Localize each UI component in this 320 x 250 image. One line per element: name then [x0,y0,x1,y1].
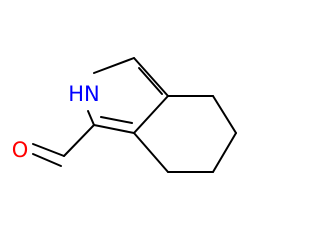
bond-c1-cho [63,124,95,157]
bond-nh-c3 [93,57,135,74]
atom-label-nh: HN [68,82,100,106]
bond-c1-nh [87,110,95,126]
bond-c7a-c1 [93,124,135,134]
structure-drawing: HN O [12,57,237,173]
bond-c3-c3a-inner [138,67,163,95]
molecule-canvas: HN O [12,57,237,173]
bonds [32,57,237,173]
bond-c3-c3a [133,57,169,97]
atom-label-oxygen: O [12,138,29,162]
bond-c4-c5 [212,95,237,134]
bond-c7-c7a [133,132,169,173]
bond-c3a-c7a [133,95,169,134]
bond-cho-o [32,143,65,157]
bond-c5-c6 [212,132,237,173]
bond-c7a-c1-inner [100,116,133,124]
bond-cho-o-double [32,153,62,167]
